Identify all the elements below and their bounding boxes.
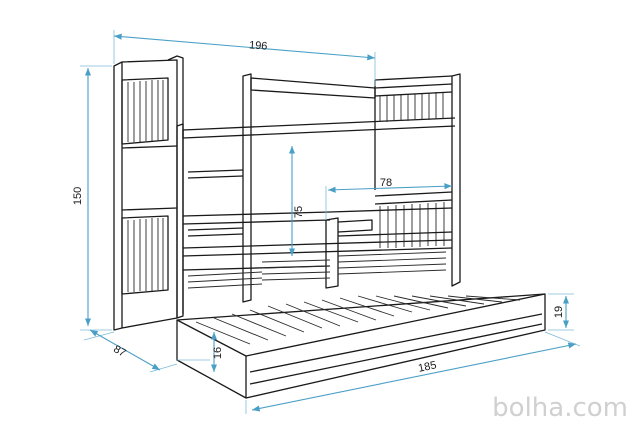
label-length-top: 196 [249, 39, 268, 52]
label-drawer-height: 19 [553, 306, 565, 318]
bunk-bed-frame [113, 55, 546, 399]
dim-line-length-top [113, 33, 376, 61]
label-depth: 87 [111, 343, 128, 360]
head-end-panel [113, 55, 184, 331]
dimension-lines [80, 30, 581, 414]
front-side-rails [176, 123, 453, 319]
label-drawer-length: 185 [417, 359, 437, 375]
label-drawer-inner: 16 [212, 347, 224, 359]
ladder [187, 73, 252, 303]
lower-bunk-slats [187, 251, 447, 289]
label-inner-width: 78 [380, 177, 392, 189]
label-inner-height: 75 [293, 206, 305, 218]
trundle-drawer [176, 293, 546, 399]
upper-guard-rail [182, 77, 456, 139]
label-height: 150 [72, 187, 84, 205]
dim-line-depth [89, 329, 161, 371]
dimension-labels: 196 150 87 75 78 19 16 185 [72, 39, 565, 374]
dim-line-drawer-length [251, 342, 577, 412]
head-end-slats [127, 80, 164, 292]
watermark: bolha.com [492, 393, 628, 423]
dim-line-inner-width [327, 183, 453, 193]
